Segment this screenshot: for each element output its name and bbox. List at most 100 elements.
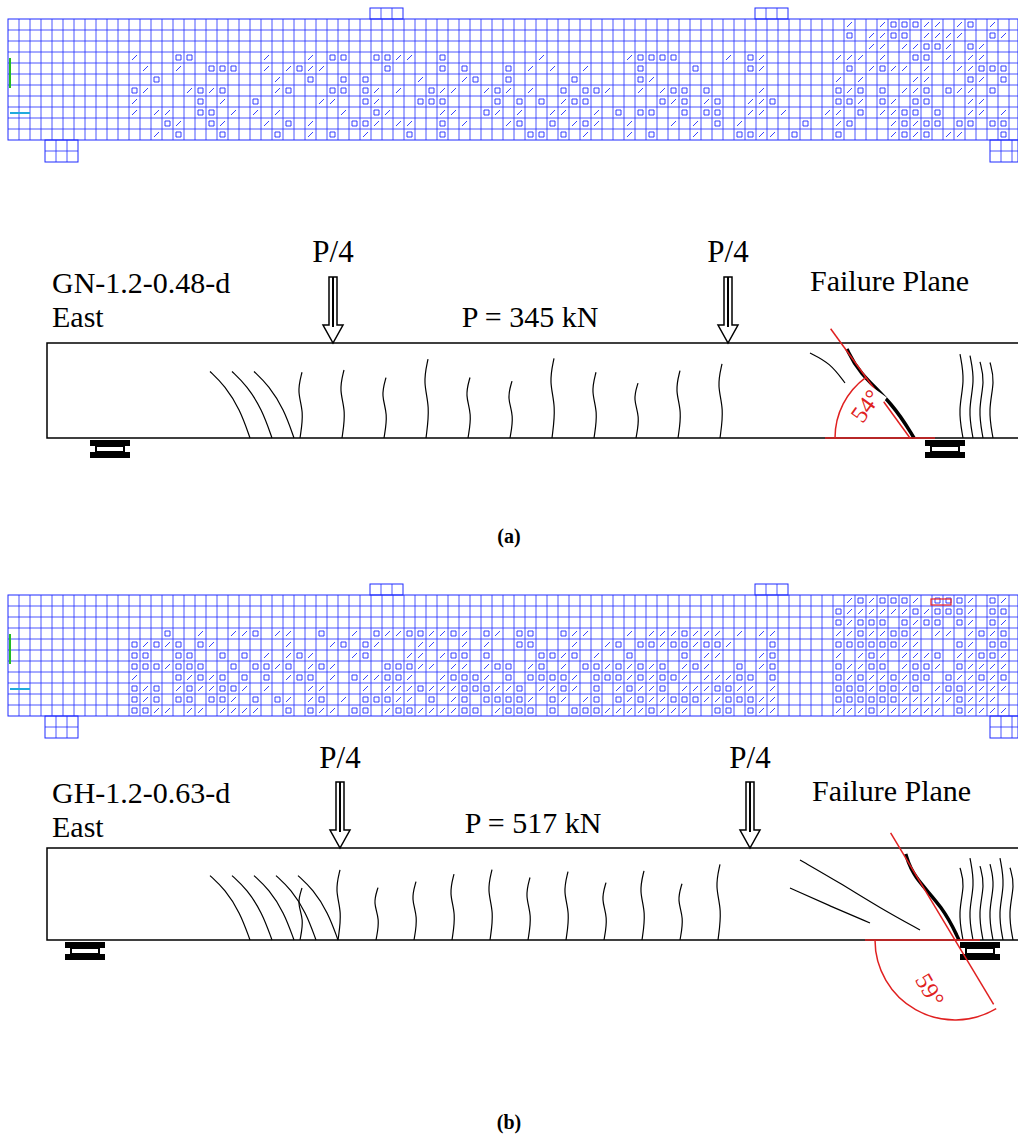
annotation: Failure Plane xyxy=(810,266,969,296)
support xyxy=(925,452,965,458)
mesh-outline xyxy=(990,716,1018,738)
load-arrow xyxy=(727,277,729,327)
crack-line xyxy=(375,888,378,940)
failure-plane-line xyxy=(891,833,994,1004)
crack-line xyxy=(603,883,606,940)
crack-line xyxy=(970,356,973,438)
crack-line xyxy=(527,878,530,940)
mesh-outline xyxy=(370,584,403,595)
crack-line xyxy=(990,363,993,438)
crack-line xyxy=(299,888,302,940)
crack-markers xyxy=(132,598,1006,713)
crack-line xyxy=(719,364,722,438)
load-arrow xyxy=(332,277,334,327)
load-arrow xyxy=(323,277,343,343)
mesh-outline xyxy=(755,584,788,595)
crack-line xyxy=(232,372,272,439)
crack-line xyxy=(800,860,920,930)
crack-line xyxy=(1000,858,1003,940)
crushed-marker xyxy=(931,599,951,605)
support xyxy=(90,452,130,458)
crack-line xyxy=(298,876,338,940)
crack-line xyxy=(679,884,682,940)
annotation: P = 517 kN xyxy=(465,808,602,838)
panel-label: (b) xyxy=(497,1112,521,1132)
crack-line xyxy=(641,871,644,940)
angle-label: 59° xyxy=(910,968,950,1013)
mesh-lines xyxy=(45,140,78,162)
beam-drawing xyxy=(47,782,1018,1020)
failure-plane-line xyxy=(831,329,910,438)
angle-arc xyxy=(875,940,996,1020)
crack-line xyxy=(341,370,344,438)
mesh-outline xyxy=(755,8,788,19)
annotation: P/4 xyxy=(729,742,770,773)
crack-line xyxy=(337,870,340,940)
mesh-outline xyxy=(990,140,1018,162)
mesh-lines xyxy=(381,8,392,19)
mesh-lines xyxy=(990,716,1018,738)
crack-line xyxy=(413,882,416,940)
crack-line xyxy=(960,868,963,940)
mesh-outline xyxy=(8,19,1018,140)
crack-line xyxy=(254,876,294,940)
mesh-lines xyxy=(381,584,392,595)
axis-mark xyxy=(10,112,30,114)
fe-mesh xyxy=(8,584,1018,738)
crack-line xyxy=(635,383,638,438)
mesh-lines xyxy=(766,8,777,19)
crack-line xyxy=(383,378,386,438)
annotation: P = 345 kN xyxy=(462,302,599,332)
axis-mark xyxy=(9,58,11,88)
crack-line xyxy=(1010,868,1013,940)
crack-line xyxy=(210,372,250,439)
mesh-lines xyxy=(766,584,777,595)
load-arrow xyxy=(718,277,738,343)
crack-line xyxy=(593,372,596,438)
load-arrow xyxy=(740,782,760,848)
angle-base xyxy=(865,939,980,941)
annotation: P/4 xyxy=(707,236,748,267)
support xyxy=(65,954,105,960)
annotation: P/4 xyxy=(319,742,360,773)
failure-crack xyxy=(906,854,959,940)
mesh-lines xyxy=(45,716,78,738)
angle-base xyxy=(825,437,935,439)
crack-line xyxy=(990,864,993,940)
support xyxy=(966,948,994,954)
axis-mark xyxy=(9,634,11,664)
load-arrow xyxy=(330,782,350,848)
support xyxy=(931,446,959,452)
crack-line xyxy=(677,371,680,438)
mesh-outline xyxy=(45,140,78,162)
annotation: GH-1.2-0.63-d xyxy=(52,778,230,808)
crack-line xyxy=(790,888,870,923)
mesh-outline xyxy=(370,8,403,19)
crack-line xyxy=(489,870,492,940)
crack-line xyxy=(980,866,983,940)
crack-line xyxy=(565,872,568,940)
beam-drawing xyxy=(47,277,1018,458)
support xyxy=(96,446,124,452)
crack-line xyxy=(451,874,454,940)
annotation: Failure Plane xyxy=(812,776,971,806)
load-arrow xyxy=(339,782,341,832)
mesh-lines xyxy=(8,595,1018,716)
crack-line xyxy=(980,362,983,438)
crack-line xyxy=(276,876,316,940)
annotation: GN-1.2-0.48-d xyxy=(52,268,230,298)
support xyxy=(71,948,99,954)
axis-mark xyxy=(10,688,30,690)
annotation: P/4 xyxy=(312,236,353,267)
mesh-outline xyxy=(8,595,1018,716)
crack-line xyxy=(551,358,554,438)
mesh-outline xyxy=(45,716,78,738)
crack-line xyxy=(299,372,302,438)
crack-line xyxy=(717,864,720,940)
annotation: East xyxy=(52,302,104,332)
load-arrow xyxy=(749,782,751,832)
annotation: East xyxy=(52,812,104,842)
crack-line xyxy=(232,876,272,940)
crack-line xyxy=(254,372,294,439)
crack-line xyxy=(467,377,470,438)
